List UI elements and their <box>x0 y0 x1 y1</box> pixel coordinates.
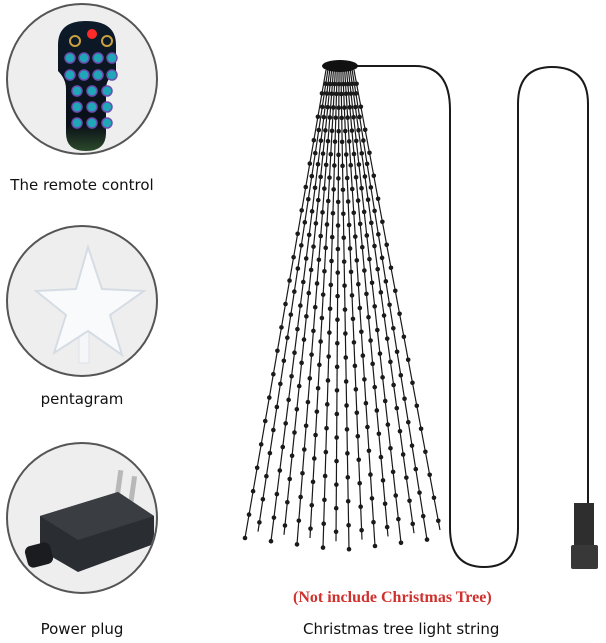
remote-control-icon <box>58 21 118 151</box>
star-topper-icon <box>33 243 147 364</box>
disclaimer-note: (Not include Christmas Tree) <box>293 589 492 606</box>
power-plug-label: Power plug <box>40 620 124 638</box>
pentagram-circle <box>6 225 158 377</box>
power-adapter-icon <box>24 469 154 572</box>
tree-light-string-label: Christmas tree light string <box>303 620 500 638</box>
pentagram-label: pentagram <box>40 390 124 408</box>
remote-control-label: The remote control <box>10 176 154 194</box>
power-plug-circle <box>6 442 158 594</box>
remote-control-circle <box>6 3 158 155</box>
